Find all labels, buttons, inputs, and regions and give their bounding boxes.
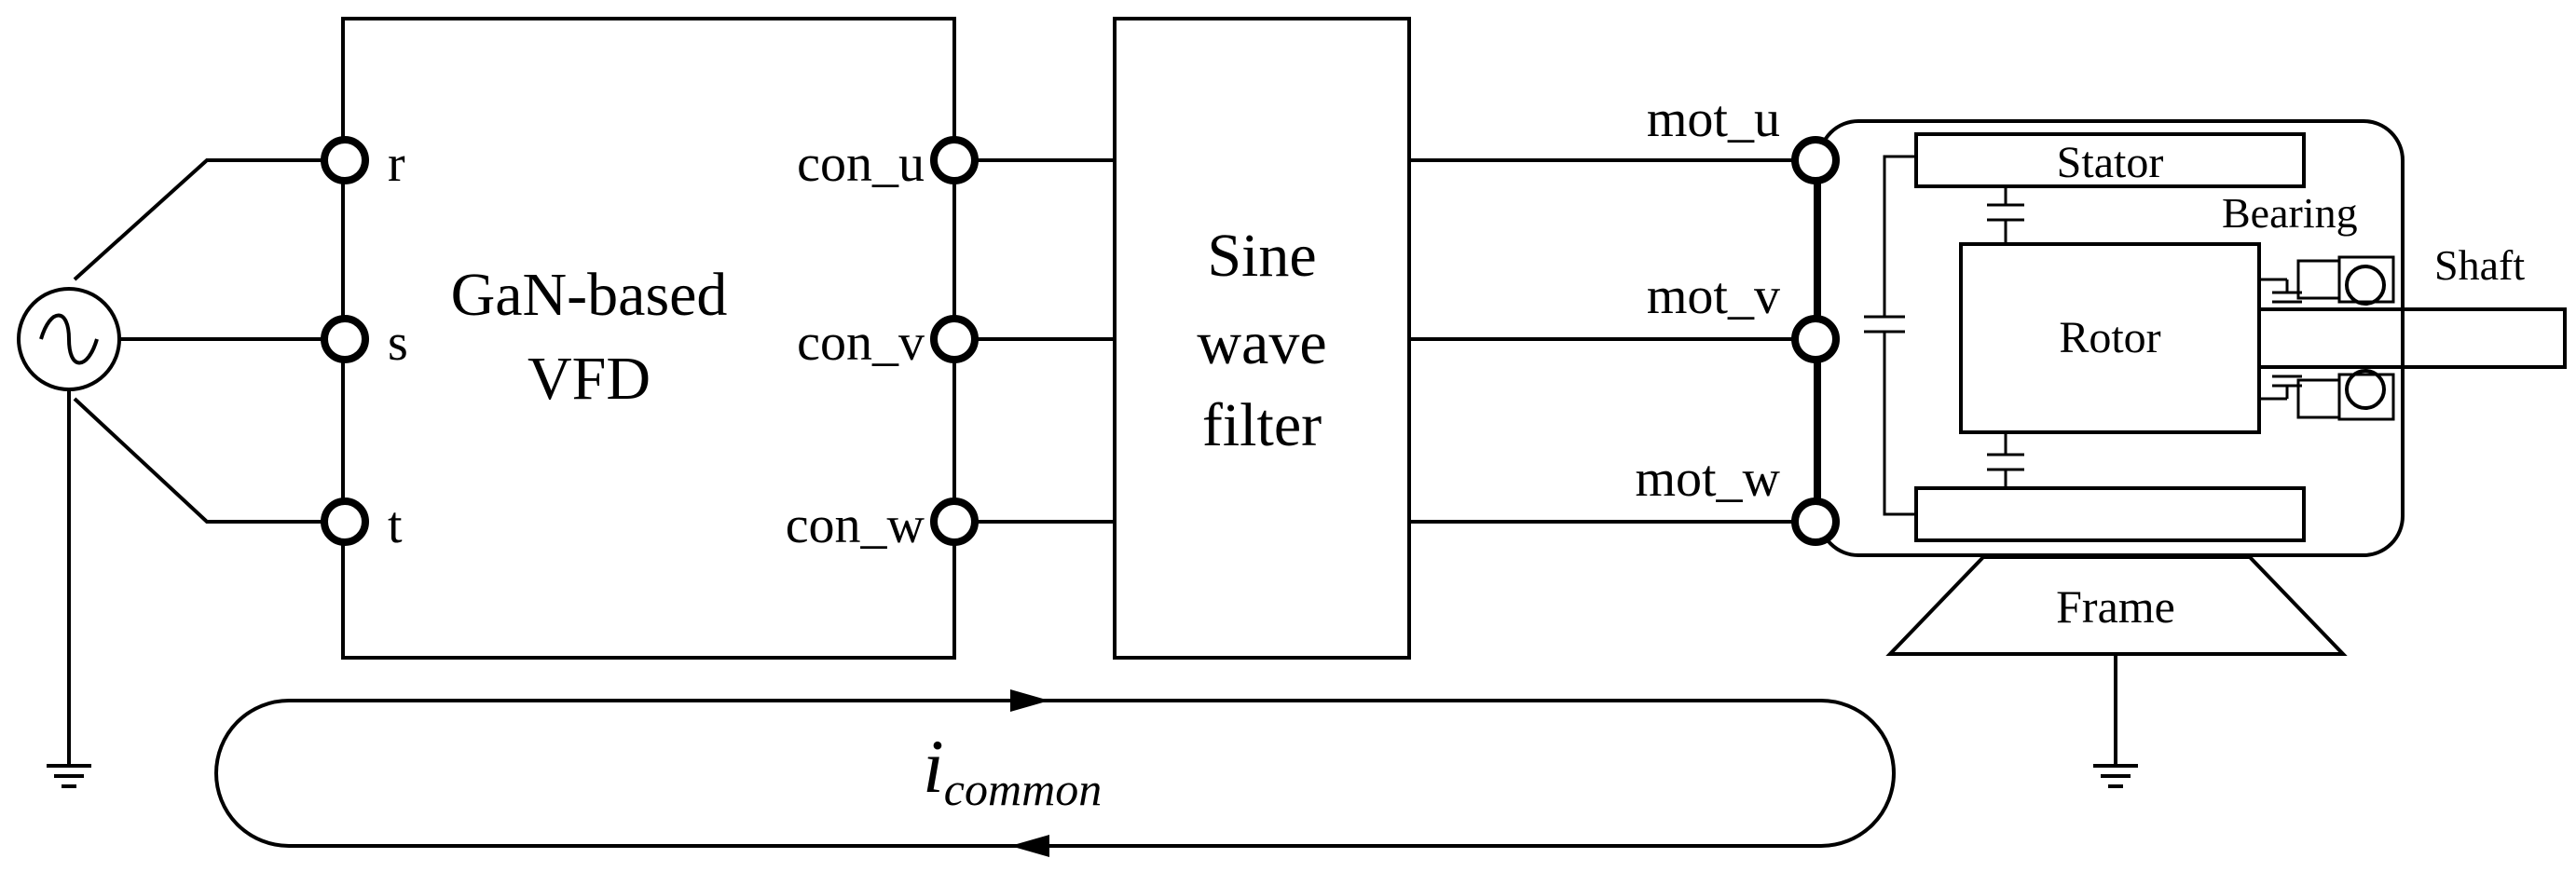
bearing-top-icon <box>2259 255 2395 306</box>
bearing-bottom-icon <box>2259 369 2395 421</box>
shaft <box>2259 307 2567 369</box>
frame-label: Frame <box>2056 580 2175 633</box>
arrow-left-icon <box>1010 835 1049 857</box>
ground-icon-source <box>47 764 91 788</box>
ground-icon-frame <box>2093 764 2138 788</box>
terminal-label-s: s <box>388 314 408 372</box>
common-current-subscript: common <box>944 763 1102 815</box>
arrow-right-icon <box>1010 689 1049 712</box>
common-current-symbol: i <box>923 724 944 809</box>
vfd-label-line1: GaN-based <box>451 261 728 329</box>
stator-label: Stator <box>2057 138 2164 187</box>
ac-source <box>17 158 347 764</box>
terminal-label-r: r <box>388 135 405 193</box>
shaft-label: Shaft <box>2434 241 2525 289</box>
terminal-label-con-u: con_u <box>797 135 925 193</box>
motor-block: mot_u mot_v mot_w Stator Rotor Shaft Bea… <box>1635 90 2567 764</box>
common-current-label: icommon <box>923 724 1102 815</box>
rotor <box>1959 242 2261 434</box>
terminal-label-con-w: con_w <box>786 497 925 554</box>
terminal-label-mot-w: mot_w <box>1635 450 1780 508</box>
rotor-label: Rotor <box>2059 313 2160 362</box>
frame <box>1885 555 2348 656</box>
terminal-label-mot-u: mot_u <box>1647 90 1780 148</box>
input-terminals: r s t <box>321 135 408 554</box>
terminal-label-mot-v: mot_v <box>1647 267 1780 325</box>
sine-wave-filter-block: Sine wave filter <box>1113 17 1795 660</box>
filter-label-line3: filter <box>1202 391 1322 459</box>
filter-label-line2: wave <box>1197 309 1326 377</box>
terminal-label-t: t <box>388 497 403 554</box>
stator-top <box>1914 132 2306 188</box>
converter-terminals: con_u con_v con_w <box>786 135 1115 554</box>
bearing-label: Bearing <box>2222 189 2358 237</box>
vfd-label-line2: VFD <box>528 345 651 413</box>
terminal-label-con-v: con_v <box>797 314 925 372</box>
stator-bottom <box>1914 486 2306 542</box>
filter-label-line1: Sine <box>1207 222 1316 290</box>
common-current-loop: icommon <box>214 689 1896 857</box>
vfd-block: GaN-based VFD <box>341 17 956 660</box>
